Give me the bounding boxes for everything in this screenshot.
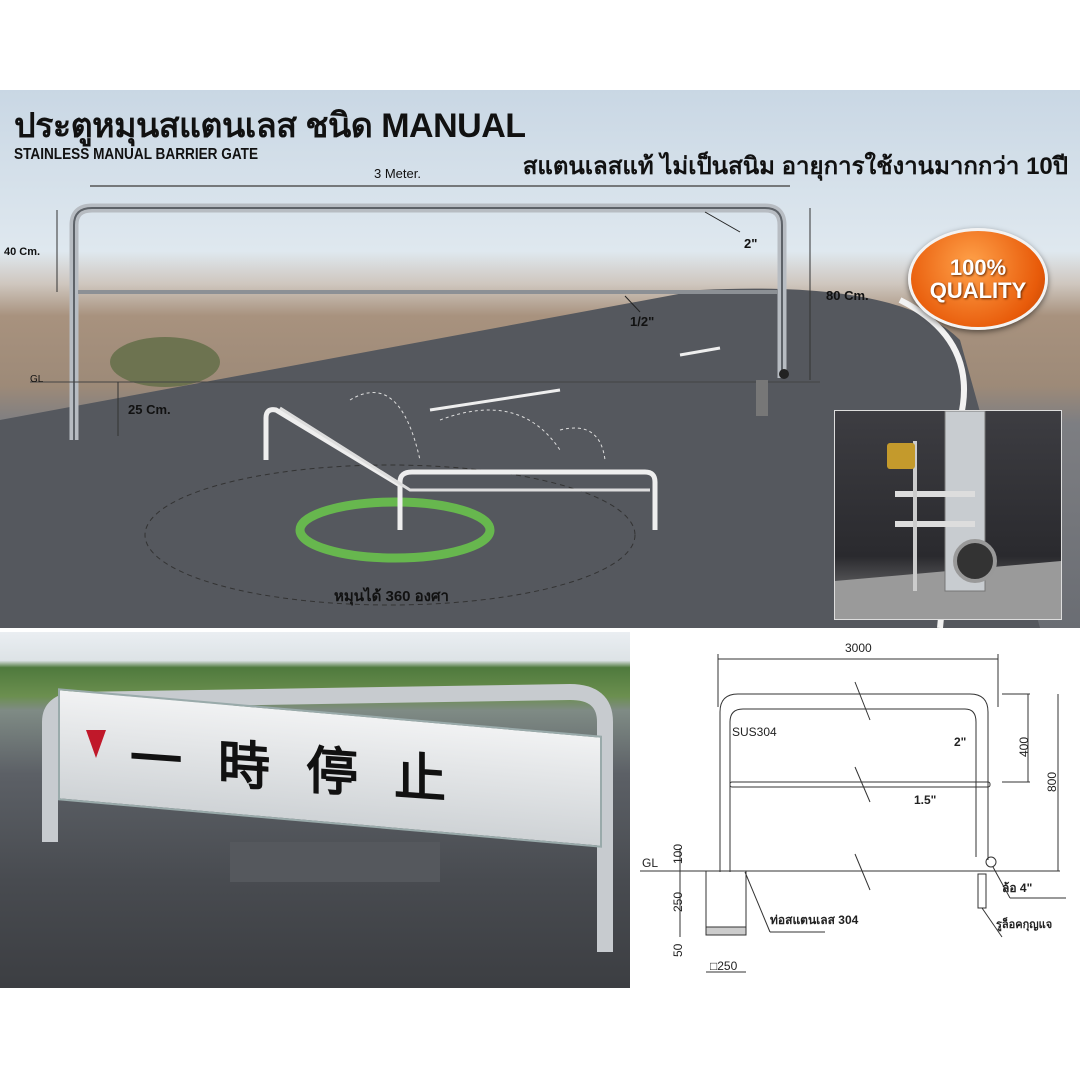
gate-open-illustration bbox=[263, 407, 403, 530]
drawing-width: 3000 bbox=[845, 641, 872, 655]
installed-gate-photo: 一時停止 bbox=[0, 632, 630, 988]
hero-panel: ประตูหมุนสแตนเลส ชนิด MANUAL STAINLESS M… bbox=[0, 90, 1080, 628]
embed-label: 25 Cm. bbox=[128, 402, 171, 417]
ground-sleeve bbox=[756, 380, 768, 416]
badge-line1: 100% bbox=[949, 254, 1007, 280]
rotation-label: หมุนได้ 360 องศา bbox=[334, 588, 449, 605]
bush bbox=[110, 337, 220, 387]
width-label: 3 Meter. bbox=[374, 166, 421, 181]
page-subtitle: STAINLESS MANUAL BARRIER GATE bbox=[14, 146, 259, 163]
drawing-base: □250 bbox=[710, 959, 738, 973]
top-gap-label: 40 Cm. bbox=[4, 246, 41, 258]
drawing-dim-250: 250 bbox=[671, 892, 685, 912]
pipe-top-label: 2" bbox=[744, 236, 758, 251]
quality-badge: 100% QUALITY bbox=[908, 228, 1048, 330]
drawing-dim-400: 400 bbox=[1017, 737, 1031, 757]
drawing-pipe-label: ท่อสแตนเลส 304 bbox=[770, 913, 859, 927]
drawing-material: SUS304 bbox=[732, 725, 777, 739]
rotation-path bbox=[144, 464, 636, 606]
drawing-dim-50: 50 bbox=[671, 943, 685, 957]
drawing-lock-label: รูล็อคกุญแจ bbox=[996, 917, 1052, 932]
padlock-icon bbox=[887, 443, 915, 469]
technical-drawing: 3000 SUS304 2" 1.5" 400 800 GL 100 250 5… bbox=[630, 632, 1080, 988]
page-title: ประตูหมุนสแตนเลส ชนิด MANUAL bbox=[14, 107, 526, 145]
drawing-pipe-mid: 1.5" bbox=[914, 793, 936, 807]
badge-line2: QUALITY bbox=[929, 278, 1027, 303]
drawing-gl: GL bbox=[642, 856, 658, 870]
rotation-arrow-icon bbox=[295, 497, 495, 563]
wheel bbox=[779, 369, 789, 379]
warning-triangle-icon bbox=[86, 730, 106, 758]
slogan: สแตนเลสแท้ ไม่เป็นสนิม อายุการใช้งานมากก… bbox=[522, 153, 1068, 180]
pipe-mid-label: 1/2" bbox=[630, 314, 655, 329]
drawing-dim-800: 800 bbox=[1045, 772, 1059, 792]
drawing-wheel-label: ล้อ 4" bbox=[1002, 881, 1032, 895]
height-label: 80 Cm. bbox=[826, 288, 869, 303]
drawing-pipe-top: 2" bbox=[954, 735, 966, 749]
road-marking bbox=[429, 346, 721, 412]
wheel-icon bbox=[953, 539, 997, 583]
ground-label: GL bbox=[30, 374, 44, 385]
drawing-dim-100: 100 bbox=[671, 844, 685, 864]
lock-detail-photo bbox=[834, 410, 1062, 620]
gate-closed-illustration bbox=[397, 469, 658, 530]
road-scene bbox=[0, 185, 1040, 628]
gate-frame bbox=[42, 683, 613, 952]
